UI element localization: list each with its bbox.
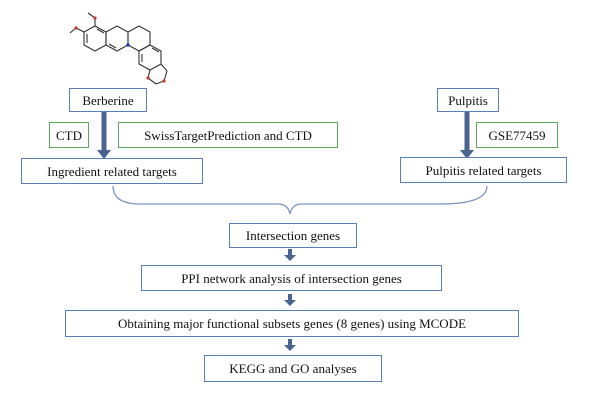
arrow-ppi-to-mcode <box>284 294 296 306</box>
merge-bracket <box>112 185 488 215</box>
swisstargetprediction-ctd-box: SwissTargetPrediction and CTD <box>118 122 338 148</box>
mcode-subsets-box: Obtaining major functional subsets genes… <box>65 310 519 337</box>
ppi-analysis-box: PPI network analysis of intersection gen… <box>141 265 442 291</box>
ingredient-targets-label: Ingredient related targets <box>47 163 177 179</box>
pulpitis-targets-label: Pulpitis related targets <box>425 162 542 178</box>
ppi-analysis-label: PPI network analysis of intersection gen… <box>181 270 402 286</box>
pulpitis-label: Pulpitis <box>448 92 488 108</box>
arrow-mcode-to-kegg-go <box>284 339 296 351</box>
pulpitis-targets-box: Pulpitis related targets <box>400 157 567 183</box>
swisstargetprediction-ctd-label: SwissTargetPrediction and CTD <box>144 127 312 143</box>
ctd-source-label: CTD <box>56 127 82 143</box>
berberine-box: Berberine <box>69 88 147 112</box>
berberine-label: Berberine <box>82 92 134 108</box>
kegg-go-analyses-label: KEGG and GO analyses <box>229 361 357 376</box>
arrow-pulpitis-to-pulpitis-targets <box>460 110 474 159</box>
pulpitis-box: Pulpitis <box>437 88 499 112</box>
kegg-go-analyses-box: KEGG and GO analyses <box>204 355 382 382</box>
arrow-berberine-to-ingredient-targets <box>97 110 111 159</box>
gse77459-source-label: GSE77459 <box>488 127 546 143</box>
arrow-intersection-to-ppi <box>284 249 296 261</box>
intersection-genes-box: Intersection genes <box>229 223 357 248</box>
intersection-genes-label: Intersection genes <box>245 228 341 243</box>
ctd-source-box: CTD <box>49 122 89 148</box>
mcode-subsets-label: Obtaining major functional subsets genes… <box>117 316 467 331</box>
gse77459-source-box: GSE77459 <box>476 122 558 148</box>
ingredient-targets-box: Ingredient related targets <box>21 158 203 184</box>
